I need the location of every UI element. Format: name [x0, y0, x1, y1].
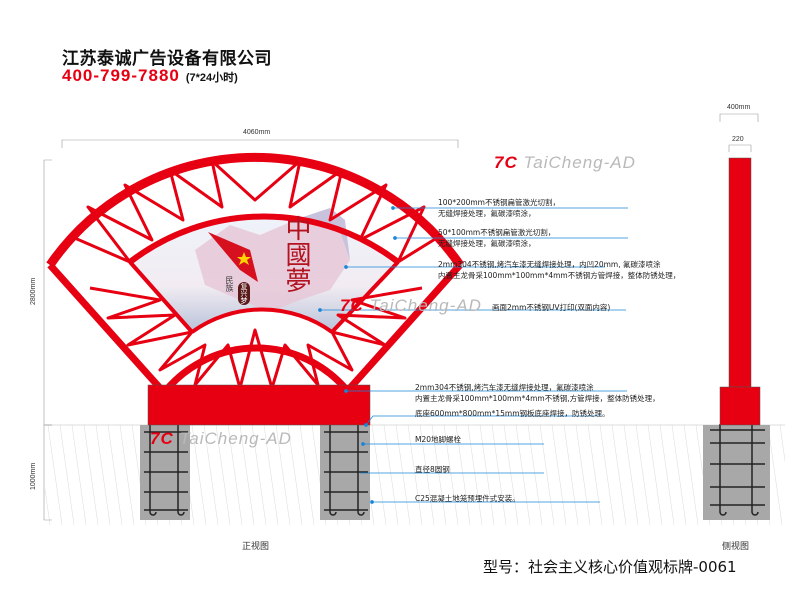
annotation-line: 内置主龙骨采100mm*100mm*4mm不锈钢,方管焊接，整体防锈处理， [415, 394, 660, 403]
annotation-4: 画面2mm不锈钢UV打印(双面内容) [492, 303, 611, 312]
dim-width: 4060mm [243, 129, 271, 136]
dim-side-pole: 220 [732, 136, 744, 143]
phone-text: 400-799-7880 [62, 66, 180, 85]
annotation-3: 2mm304不锈钢,烤汽车漆无缝焊接处理，内凹20mm, 氟碳漆喷涂内置主龙骨采… [438, 259, 680, 281]
hours-text: (7*24小时) [185, 72, 238, 84]
annotation-2: 50*100mm不锈钢扁管激光切割， 无缝焊接处理，氟碳漆喷涂， [438, 227, 555, 249]
model-number: 型号：社会主义核心价值观标牌-0061 [483, 558, 737, 576]
annotation-line: 2mm304不锈钢,烤汽车漆无缝焊接处理，氟碳漆喷涂 [415, 383, 594, 392]
footing-side [703, 424, 770, 520]
annotation-line: 100*200mm不锈钢扁管激光切割， [438, 198, 560, 207]
logo-icon: 7C [150, 429, 174, 448]
annotation-line: 内置主龙骨采100mm*100mm*4mm不锈钢方管焊接，整体防锈处理， [438, 271, 681, 280]
annotation-8: 直径8圆钢 [415, 465, 450, 474]
logo-icon: 7C [494, 153, 518, 172]
dim-side-width: 400mm [727, 104, 751, 111]
leader-lines [318, 206, 628, 504]
annotation-5: 2mm304不锈钢,烤汽车漆无缝焊接处理，氟碳漆喷涂内置主龙骨采100mm*10… [415, 382, 660, 404]
footing-left [140, 424, 190, 520]
side-pole [728, 157, 752, 388]
footing-right [320, 424, 370, 520]
fan-frame [46, 152, 464, 391]
dim-underground: 1000mm [30, 462, 37, 490]
dim-height: 2800mm [30, 277, 37, 305]
panel-small-2: 复兴梦 [238, 282, 250, 305]
company-name: 江苏泰诚广告设备有限公司 [62, 49, 272, 69]
side-base [719, 386, 761, 426]
watermark-text: TaiCheng-AD [179, 429, 292, 448]
logo-icon: 7C [340, 296, 364, 315]
annotation-1: 100*200mm不锈钢扁管激光切割， 无缝焊接处理，氟碳漆喷涂， [438, 197, 560, 219]
panel-small-1: 民族 [225, 276, 234, 292]
annotation-line: 50*100mm不锈钢扁管激光切割， [438, 228, 556, 237]
watermark-text: TaiCheng-AD [369, 296, 482, 315]
map-shape [195, 218, 350, 312]
star-icon [237, 252, 251, 265]
watermark-text: TaiCheng-AD [523, 153, 636, 172]
eagle-wing-icon [208, 232, 258, 282]
base-pedestal [147, 384, 371, 426]
front-view-label: 正视图 [242, 542, 270, 552]
annotation-line: 无缝焊接处理，氟碳漆喷涂， [438, 239, 536, 248]
annotation-line: 2mm304不锈钢,烤汽车漆无缝焊接处理，内凹20mm, 氟碳漆喷涂 [438, 260, 661, 269]
watermark-2: 7C TaiCheng-AD [340, 296, 482, 316]
phone-number: 400-799-7880 (7*24小时) [62, 66, 238, 86]
dimension-lines [43, 113, 759, 521]
annotation-7: M20地脚螺栓 [415, 435, 462, 444]
watermark-3: 7C TaiCheng-AD [150, 429, 292, 449]
annotation-9: C25混凝土地笼预埋件式安装。 [415, 494, 520, 503]
annotation-6: 底座600mm*800mm*15mm钢板底座焊接，防锈处理。 [415, 409, 610, 418]
watermark-1: 7C TaiCheng-AD [494, 153, 636, 173]
panel-title: 中國夢 [281, 215, 311, 293]
annotation-line: 无缝焊接处理，氟碳漆喷涂， [438, 209, 536, 218]
side-view-label: 侧视图 [722, 542, 750, 552]
